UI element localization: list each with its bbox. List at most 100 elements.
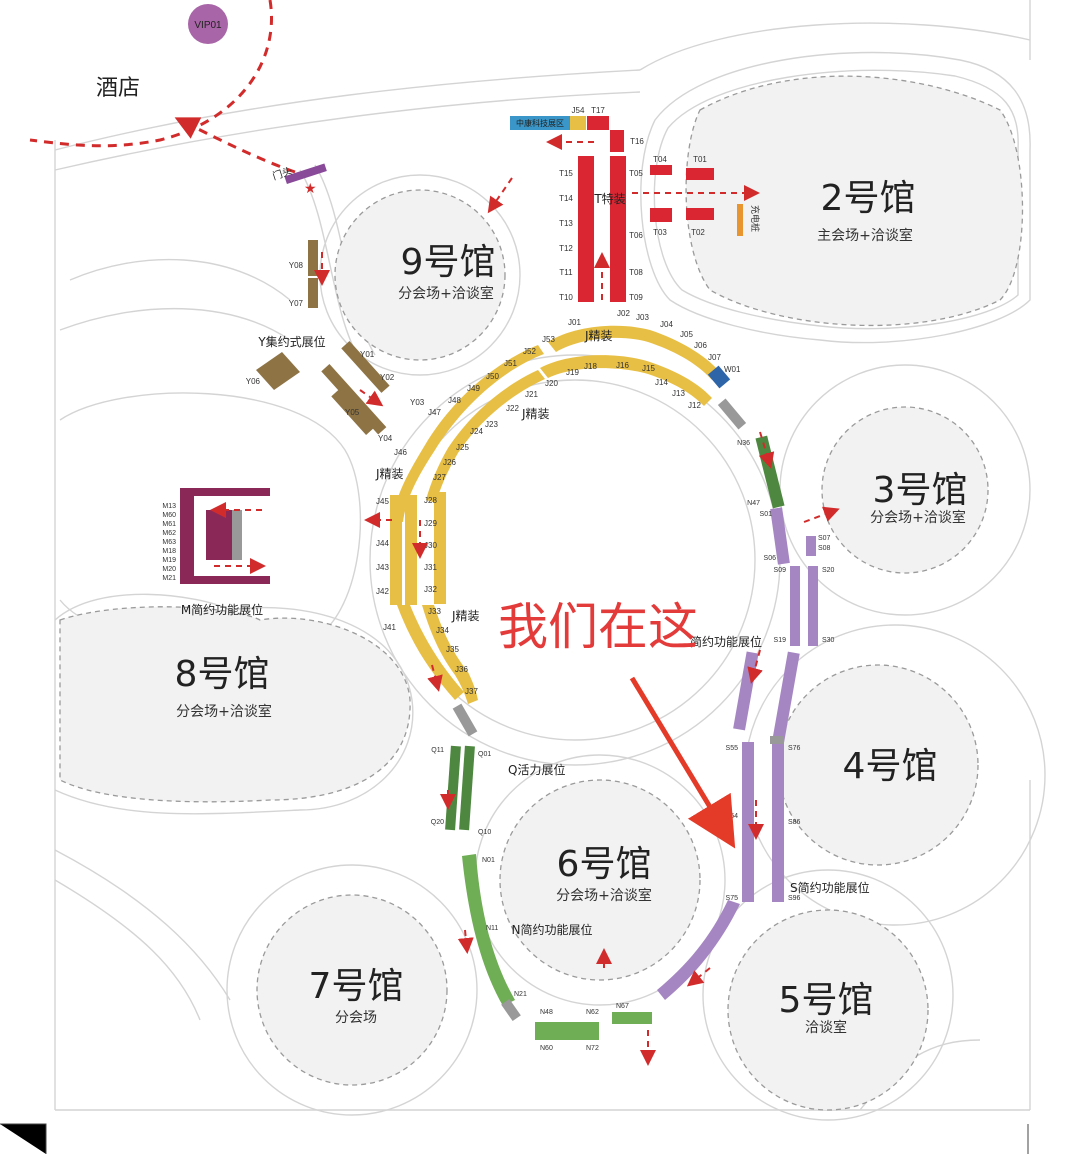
booth-t16[interactable] (610, 130, 624, 152)
hall-labels: 2号馆 主会场+洽谈室 3号馆 分会场+洽谈室 4号馆 5号馆 洽谈室 6号馆 … (175, 178, 968, 1036)
booth-column-right[interactable] (610, 156, 626, 302)
j-boutique-zone (390, 325, 731, 704)
booth-label: W01 (724, 365, 741, 374)
booth-y01[interactable] (341, 340, 390, 393)
booth-strip-j-top[interactable] (548, 325, 720, 380)
booth-strip-n48-n53[interactable] (535, 1022, 599, 1040)
booth-label: Q10 (478, 829, 491, 836)
booth-label: T08 (629, 268, 643, 277)
y-zone-label: Y集约式展位 (257, 334, 325, 349)
booth-strip-j-lower[interactable] (397, 605, 464, 700)
booth-label: Q01 (478, 751, 491, 758)
booth-strip-s76-s96[interactable] (772, 742, 784, 902)
booth-label: J14 (655, 378, 668, 387)
booth-label: T12 (559, 244, 573, 253)
vip-marker[interactable] (188, 4, 228, 44)
booth-w01[interactable] (707, 365, 731, 389)
booth-label: Q11 (431, 747, 444, 754)
booth-y08[interactable] (308, 278, 318, 308)
booth-j54[interactable] (570, 116, 586, 130)
m-booth-core-grey[interactable] (232, 510, 242, 560)
route-arrow (686, 967, 711, 987)
booth-label: T09 (629, 293, 643, 302)
hotel-route-arc (29, 0, 273, 148)
booth-label: T02 (691, 228, 705, 237)
ustc-badge[interactable] (510, 116, 570, 130)
crop-marks (0, 1123, 1029, 1154)
hall-subtitle: 分会场+洽谈室 (176, 703, 272, 720)
booth-strip-q01-q10[interactable] (459, 745, 475, 831)
booth-grey-end (501, 998, 521, 1022)
m-booth-frame[interactable] (180, 488, 270, 496)
booth-t02[interactable] (686, 208, 714, 220)
booth-t04[interactable] (650, 165, 672, 175)
booth-label: J03 (636, 313, 649, 322)
m-booth-left[interactable] (180, 496, 194, 576)
booth-strip-s42-s54-right[interactable] (772, 651, 800, 743)
booth-label: S55 (726, 745, 739, 752)
booth-strip-j-col1[interactable] (390, 495, 402, 605)
j-zone-label: J精装 (375, 467, 404, 481)
booth-strip-s01-s06[interactable] (770, 507, 790, 565)
booth-label: N72 (586, 1045, 599, 1052)
booth-label: N01 (482, 857, 495, 864)
booth-strip-j-inner[interactable] (540, 355, 712, 406)
booth-label: S96 (788, 895, 801, 902)
booth-y06[interactable] (321, 363, 387, 435)
booth-label: S08 (818, 545, 831, 552)
booth-label: J36 (455, 665, 468, 674)
booth-label: J33 (428, 607, 441, 616)
booth-y05[interactable] (331, 388, 375, 435)
booth-label: J13 (672, 389, 685, 398)
booth-column-left[interactable] (578, 156, 594, 302)
booth-label: J02 (617, 309, 630, 318)
booth-label: J24 (470, 427, 483, 436)
booth-label: J22 (506, 404, 519, 413)
booth-strip-j-col3[interactable] (434, 492, 446, 604)
hall-name: 4号馆 (843, 746, 938, 787)
booth-strip-j-lower-inner[interactable] (422, 605, 478, 704)
route-arrow (803, 506, 840, 523)
booth-label: N60 (540, 1045, 553, 1052)
booth-label: T16 (630, 137, 644, 146)
booth-strip-s31-s54[interactable] (733, 651, 759, 731)
booth-label: T15 (559, 169, 573, 178)
booth-strip-n01-n21[interactable] (462, 854, 515, 1006)
booth-strip-s55-s75[interactable] (742, 742, 754, 902)
booth-y09[interactable] (308, 240, 318, 276)
hall-name: 8号馆 (175, 654, 270, 695)
booth-label: T05 (629, 169, 643, 178)
booth-strip-s20-s30[interactable] (808, 566, 818, 646)
charging-post[interactable] (737, 204, 743, 236)
m-booth-bottom[interactable] (180, 576, 270, 584)
booth-strip-s97-s112[interactable] (657, 900, 740, 1000)
charging-label: 充电桩 (750, 205, 761, 232)
booth-label: J12 (688, 401, 701, 410)
booth-strip-n67-n71[interactable] (612, 1012, 652, 1024)
booth-strip-j-col2[interactable] (405, 495, 417, 605)
booth-strip-j-left-inner[interactable] (426, 370, 545, 503)
booth-t03[interactable] (650, 208, 672, 222)
star-icon: ★ (304, 180, 317, 196)
booth-label: S30 (822, 637, 835, 644)
booth-strip-q11-q20[interactable] (445, 745, 461, 831)
booth-t01[interactable] (686, 168, 714, 180)
booth-t17[interactable] (587, 116, 609, 130)
t-special-label: T特装 (593, 191, 625, 206)
booth-s07-s08[interactable] (806, 536, 816, 556)
m-booth-core[interactable] (206, 510, 232, 560)
booth-label: T17 (591, 106, 605, 115)
booth-label: J30 (424, 541, 437, 550)
booth-label: J16 (616, 361, 629, 370)
booth-label: N47 (747, 500, 760, 507)
booth-label: J31 (424, 563, 437, 572)
booth-strip-s09-s19[interactable] (790, 566, 800, 646)
booth-label: S06 (764, 555, 777, 562)
booth-label: Y04 (378, 434, 393, 443)
booth-label: J01 (568, 318, 581, 327)
booth-label: J25 (456, 443, 469, 452)
booth-label: S01 (760, 511, 773, 518)
booth-y07[interactable] (256, 352, 300, 390)
route-arrow (359, 389, 384, 407)
